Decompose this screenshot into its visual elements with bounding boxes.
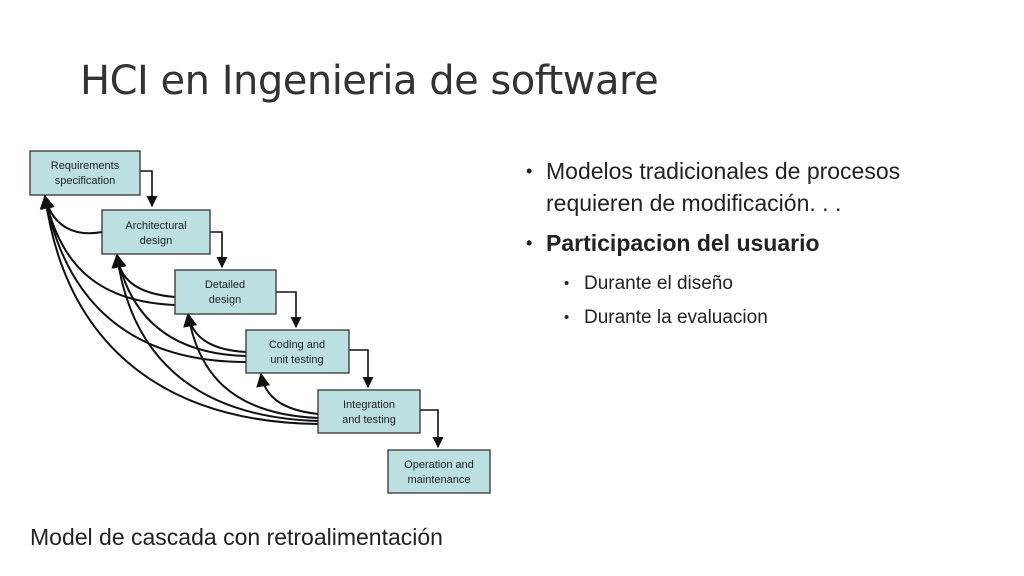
stage-box-requirements: Requirements specification xyxy=(29,150,141,196)
bullet-text: Modelos tradicionales de procesos requie… xyxy=(546,158,901,216)
stage-label-line2: unit testing xyxy=(270,354,323,366)
feedback-arrow xyxy=(183,312,319,419)
feedback-arrow xyxy=(256,372,319,415)
stage-label-line2: specification xyxy=(55,175,116,187)
stage-box-coding: Coding and unit testing xyxy=(245,329,350,374)
stage-box-detailed: Detailed design xyxy=(174,269,277,315)
feedback-arrow xyxy=(111,253,319,422)
waterfall-diagram: Requirements specification Architectural… xyxy=(29,150,491,494)
slide-title: HCI en Ingenieria de software xyxy=(80,58,659,104)
bullet-text: Participacion del usuario xyxy=(546,230,820,256)
stage-label-line1: Requirements xyxy=(51,160,120,172)
stage-label-line2: design xyxy=(140,235,172,247)
step-arrow-4 xyxy=(349,349,374,389)
stage-box-integration: Integration and testing xyxy=(317,389,421,434)
stage-label-line1: Integration xyxy=(343,399,395,411)
stage-label-line2: design xyxy=(209,294,241,306)
bullet-item: • Participacion del usuario xyxy=(526,227,906,259)
diagram-caption: Model de cascada con retroalimentación xyxy=(30,524,443,550)
stage-label-line1: Architectural xyxy=(125,220,186,232)
sub-bullet-item: • Durante el diseño xyxy=(526,267,906,301)
stage-label-line2: and testing xyxy=(342,414,396,426)
step-arrow-2 xyxy=(210,231,228,269)
bullet-dot-icon: • xyxy=(564,275,570,292)
step-arrow-1 xyxy=(140,170,158,208)
feedback-arrow xyxy=(111,253,176,298)
bullet-item: • Modelos tradicionales de procesos requ… xyxy=(526,155,906,219)
stage-label-line2: maintenance xyxy=(408,474,471,486)
stage-label-line1: Operation and xyxy=(404,459,474,471)
feedback-arrow xyxy=(112,253,247,357)
feedback-arrow xyxy=(39,194,319,425)
stage-box-architectural: Architectural design xyxy=(101,209,211,255)
step-arrow-3 xyxy=(276,291,302,329)
stage-label-line1: Coding and xyxy=(269,339,325,351)
bullet-dot-icon: • xyxy=(564,309,570,326)
stage-label-line1: Detailed xyxy=(205,279,245,291)
bullet-dot-icon: • xyxy=(526,161,533,181)
bullet-list: • Modelos tradicionales de procesos requ… xyxy=(526,155,906,335)
sub-bullet-text: Durante el diseño xyxy=(584,273,733,294)
feedback-arrow xyxy=(40,194,176,306)
step-arrow-5 xyxy=(420,409,444,449)
sub-bullet-text: Durante la evaluacion xyxy=(584,307,768,328)
sub-bullet-item: • Durante la evaluacion xyxy=(526,301,906,335)
stage-box-operation: Operation and maintenance xyxy=(387,449,491,494)
bullet-dot-icon: • xyxy=(526,233,533,253)
